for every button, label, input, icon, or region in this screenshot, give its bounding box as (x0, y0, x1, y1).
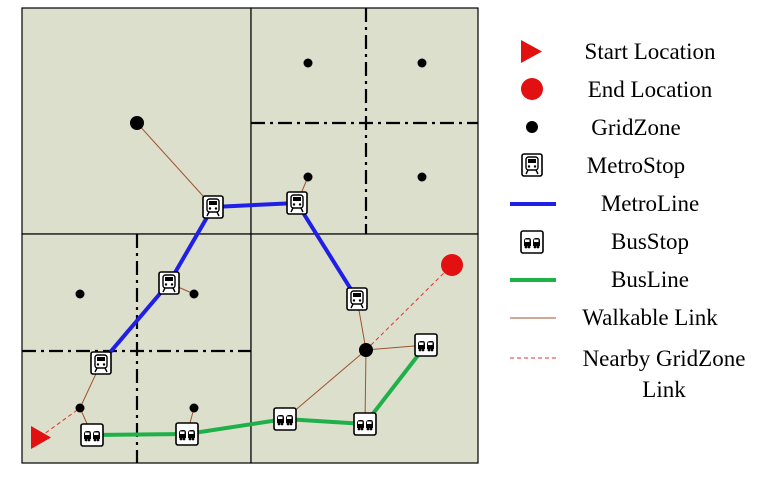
bus-stop-icon (175, 422, 199, 446)
walk-link (364, 349, 367, 425)
zone-top-right (250, 7, 479, 235)
legend-gridzone-label: GridZone (591, 115, 680, 140)
metro-stop-icon (90, 351, 112, 375)
legend-end-icon (521, 78, 543, 100)
metro-stop-icon (202, 195, 224, 219)
nearby-link-end (365, 264, 453, 351)
gridzone-dot (303, 172, 313, 182)
legend-start-label: Start Location (585, 39, 716, 64)
nearby-links (39, 264, 453, 438)
nearby-link-start (39, 407, 81, 438)
legend-end-label: End Location (588, 77, 713, 102)
start-location-marker (31, 426, 51, 449)
metro-stop-icon (158, 271, 180, 295)
legend-walkable-link-label: Walkable Link (582, 305, 718, 330)
gridzone-dot (75, 289, 85, 299)
gridzone-dots (75, 58, 427, 413)
gridzone-dot (189, 289, 199, 299)
gridzone-dot (75, 403, 85, 413)
legend-metro-stop-icon (521, 153, 543, 177)
walk-link (284, 349, 367, 420)
legend: Start Location End Location GridZone Met… (510, 39, 745, 402)
bus-stop-icon (273, 407, 297, 431)
legend-metro-stop-label: MetroStop (587, 153, 685, 178)
subzone-dividers (22, 8, 478, 463)
gridzone-dot (303, 58, 313, 68)
legend-gridzone-icon (526, 121, 538, 133)
legend-bus-stop-icon (520, 230, 544, 254)
gridzone-dot (417, 172, 427, 182)
end-location-marker (441, 254, 463, 276)
bus-stop-icon (80, 423, 104, 447)
legend-bus-stop-label: BusStop (611, 229, 689, 254)
legend-metro-line-label: MetroLine (601, 191, 699, 216)
gridzone-dot (130, 116, 144, 130)
legend-bus-line-label: BusLine (611, 267, 689, 292)
legend-start-icon (521, 40, 542, 63)
grid-zones (21, 7, 479, 464)
metro-stop-icon (346, 287, 368, 311)
bus-stop-icon (414, 333, 438, 357)
legend-nearby-link-label-line2: Link (642, 377, 686, 402)
metro-stop-icon (286, 191, 308, 215)
gridzone-dot (417, 58, 427, 68)
bus-stop-icon (353, 412, 377, 436)
gridzone-dot (189, 403, 199, 413)
legend-nearby-link-label-line1: Nearby GridZone (583, 346, 746, 371)
gridzone-dot (359, 343, 373, 357)
walk-link (136, 122, 214, 208)
